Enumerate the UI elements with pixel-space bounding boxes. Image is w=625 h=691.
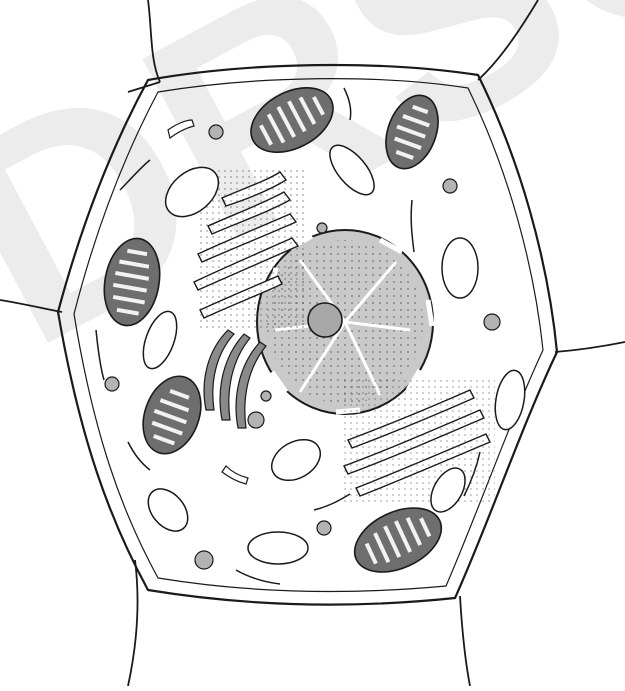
wall-line-bottom-right (460, 596, 470, 686)
wall-line-right (555, 342, 625, 352)
rough-er-bottom (340, 380, 495, 505)
vesicle-3 (442, 238, 478, 298)
vesicle-5 (264, 431, 327, 488)
vesicle-8 (491, 368, 529, 432)
centriole-bottom (222, 466, 248, 484)
tubule-5 (128, 442, 150, 470)
vesicle-7 (248, 532, 308, 564)
tubule-6 (236, 570, 280, 584)
golgi-apparatus (204, 330, 271, 428)
mitochondrion-lower-left (133, 368, 211, 462)
nucleolus (308, 303, 342, 337)
wall-line-bottom-left (128, 560, 138, 686)
vesicle-6 (140, 481, 195, 538)
